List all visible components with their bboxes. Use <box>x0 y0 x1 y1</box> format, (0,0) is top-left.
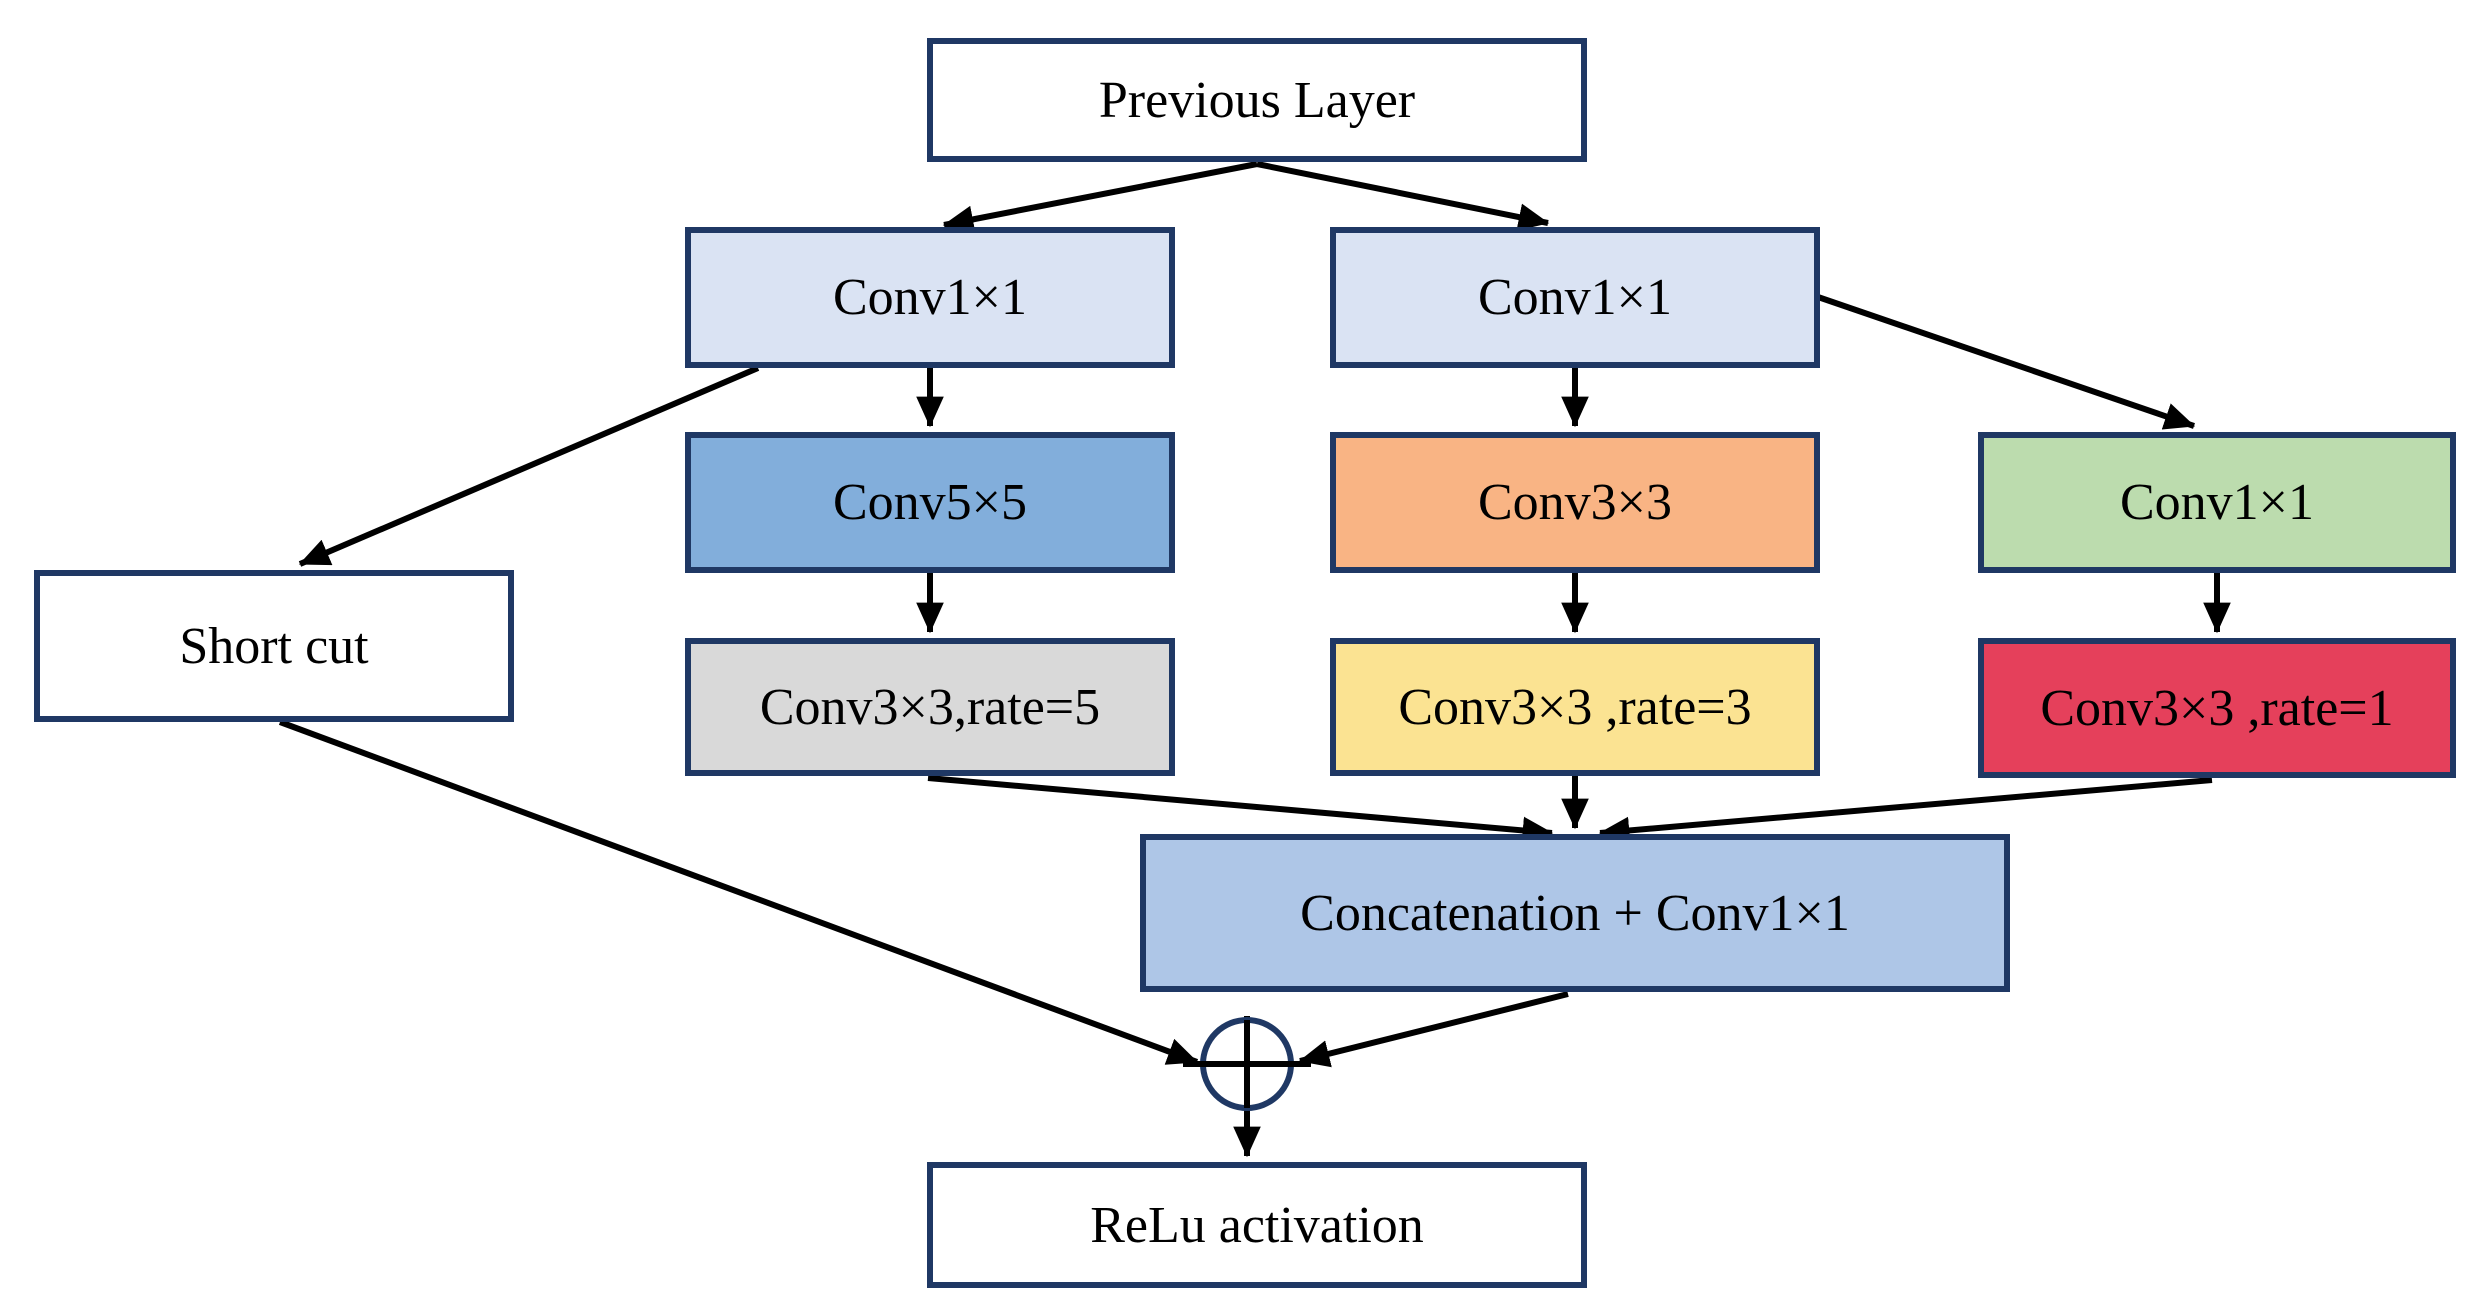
node-conv3x3-rate3: Conv3×3 ,rate=3 <box>1330 638 1820 776</box>
arrow-conv1x1-mid-to-conv1x1-right <box>1817 294 2196 430</box>
arrow-concat-to-sum <box>1298 991 1569 1068</box>
node-conv1x1-right: Conv1×1 <box>1978 432 2456 573</box>
node-conv3x3-mid: Conv3×3 <box>1330 432 1820 573</box>
node-conv5x5: Conv5×5 <box>685 432 1175 573</box>
arrow-conv1x1-left-to-shortcut <box>298 365 760 567</box>
node-short-cut: Short cut <box>34 570 514 722</box>
node-concatenation-conv1x1: Concatenation + Conv1×1 <box>1140 834 2010 992</box>
arrow-rate5-to-concat <box>927 775 1554 845</box>
arrow-shortcut-to-sum <box>278 719 1199 1065</box>
arrow-rate1-to-concat <box>1598 777 2213 845</box>
node-previous-layer: Previous Layer <box>927 38 1587 162</box>
arrow-prev-to-conv1x1-mid <box>1256 161 1550 231</box>
node-conv3x3-rate1: Conv3×3 ,rate=1 <box>1978 638 2456 778</box>
node-conv1x1-left: Conv1×1 <box>685 227 1175 368</box>
node-conv3x3-rate5: Conv3×3,rate=5 <box>685 638 1175 776</box>
arrow-prev-to-conv1x1-left <box>942 161 1258 233</box>
node-conv1x1-mid: Conv1×1 <box>1330 227 1820 368</box>
node-relu-activation: ReLu activation <box>927 1162 1587 1288</box>
sum-node <box>1183 1016 1311 1158</box>
